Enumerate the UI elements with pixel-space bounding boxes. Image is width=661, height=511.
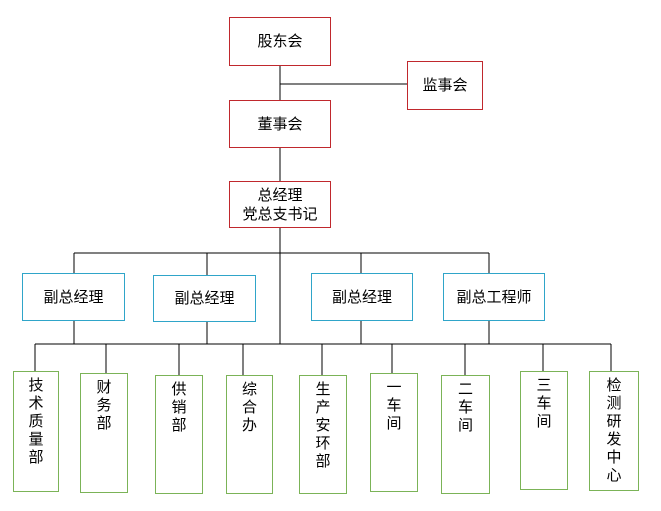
department-node-4: 综合办 <box>226 375 273 494</box>
deputy-gm-node-1: 副总经理 <box>22 273 125 321</box>
department-node-6: 一车间 <box>370 373 418 492</box>
department-label-5: 生产安环部 <box>315 380 331 470</box>
department-node-8: 三车间 <box>520 371 568 490</box>
deputy-chief-engineer-label: 副总工程师 <box>456 287 532 306</box>
deputy-gm-label-1: 副总经理 <box>43 287 104 306</box>
department-label-2: 财务部 <box>96 378 112 432</box>
shareholders-meeting-label: 股东会 <box>257 32 303 50</box>
shareholders-meeting-node: 股东会 <box>229 17 331 66</box>
department-node-9: 检测研发中心 <box>589 371 639 491</box>
department-label-4: 综合办 <box>241 380 257 434</box>
department-label-1: 技术质量部 <box>28 376 44 466</box>
department-label-3: 供销部 <box>171 380 187 434</box>
department-node-1: 技术质量部 <box>13 371 59 492</box>
party-secretary-label: 党总支书记 <box>242 204 318 223</box>
board-of-supervisors-node: 监事会 <box>407 61 483 110</box>
deputy-gm-node-2: 副总经理 <box>153 275 256 322</box>
deputy-chief-engineer-node: 副总工程师 <box>443 273 545 321</box>
department-node-2: 财务部 <box>80 373 128 493</box>
board-of-supervisors-label: 监事会 <box>422 76 468 94</box>
department-label-9: 检测研发中心 <box>606 376 622 484</box>
department-label-8: 三车间 <box>536 376 552 430</box>
department-label-7: 二车间 <box>457 380 473 434</box>
general-manager-label: 总经理 <box>257 185 303 204</box>
department-node-3: 供销部 <box>155 375 203 494</box>
board-of-directors-label: 董事会 <box>257 114 303 133</box>
board-of-directors-node: 董事会 <box>229 100 331 148</box>
deputy-gm-node-3: 副总经理 <box>311 273 413 321</box>
department-node-5: 生产安环部 <box>299 375 347 494</box>
department-label-6: 一车间 <box>386 378 402 432</box>
general-manager-node: 总经理 党总支书记 <box>229 181 331 228</box>
deputy-gm-label-2: 副总经理 <box>174 289 235 307</box>
deputy-gm-label-3: 副总经理 <box>331 287 392 306</box>
department-node-7: 二车间 <box>441 375 490 494</box>
